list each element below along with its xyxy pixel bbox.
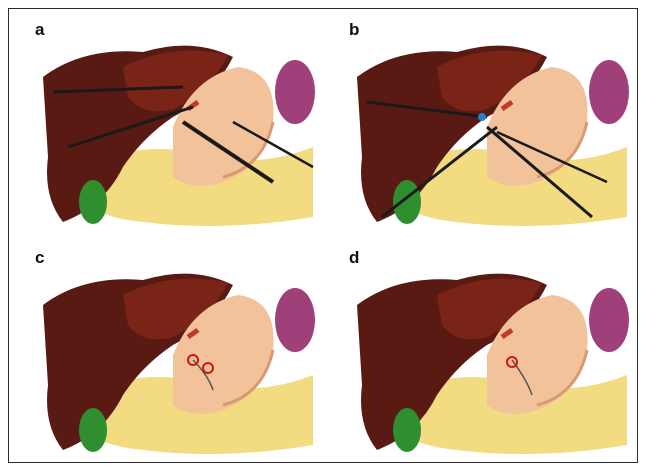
- laparoscopic-instruments: [366, 100, 608, 219]
- panel-b-label: b: [349, 20, 360, 39]
- panel-d-illustration: [357, 273, 629, 454]
- clip-ring-1: [187, 354, 199, 366]
- liver: [357, 273, 547, 450]
- panel-b: b: [337, 17, 637, 235]
- liver: [357, 45, 547, 222]
- gallbladder: [393, 180, 421, 224]
- stomach: [173, 67, 275, 186]
- spleen: [275, 60, 315, 124]
- suture-clips: [187, 354, 214, 391]
- panel-b-illustration: [357, 45, 629, 226]
- figure-frame: a: [8, 8, 638, 463]
- vessel: [500, 99, 514, 112]
- fat-tissue: [397, 375, 627, 454]
- gallbladder: [79, 408, 107, 452]
- fat-tissue: [397, 147, 627, 226]
- spleen: [589, 60, 629, 124]
- panel-d-label: d: [349, 248, 360, 267]
- suture-clips: [506, 356, 533, 396]
- clip-ring-2: [202, 362, 214, 374]
- vessel: [186, 327, 200, 340]
- vessel: [500, 327, 514, 340]
- gallbladder: [393, 408, 421, 452]
- fat-tissue: [83, 147, 313, 226]
- fat-tissue: [83, 375, 313, 454]
- panel-c-illustration: [43, 273, 315, 454]
- panel-a-illustration: [43, 45, 315, 226]
- spleen: [589, 288, 629, 352]
- panel-a-label: a: [35, 20, 45, 39]
- panel-a: a: [23, 17, 323, 235]
- panel-d: d: [337, 245, 637, 463]
- panel-c-label: c: [35, 248, 45, 267]
- panel-c: c: [23, 245, 323, 463]
- stomach: [487, 295, 589, 414]
- laparoscopic-instruments: [52, 85, 314, 184]
- gallbladder: [79, 180, 107, 224]
- stomach: [173, 295, 275, 414]
- spleen: [275, 288, 315, 352]
- liver: [43, 273, 233, 450]
- clip-ring-1: [506, 356, 518, 368]
